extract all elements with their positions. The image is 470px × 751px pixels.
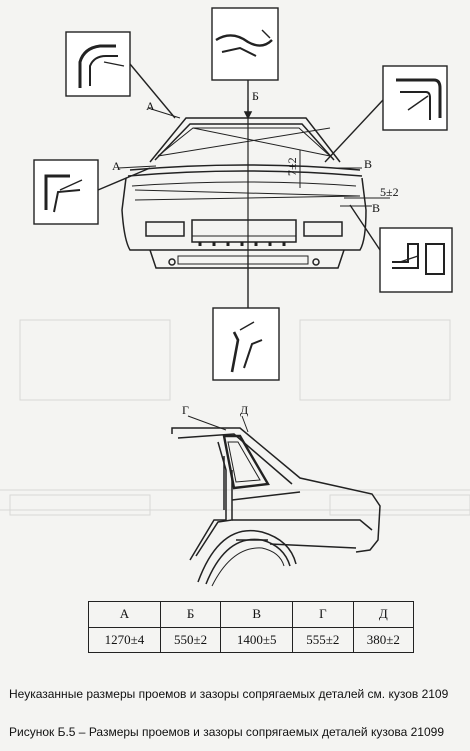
rear-quarter-panel: [171, 415, 381, 587]
table-header-cell: А: [88, 601, 161, 628]
callout-bottom: [212, 255, 280, 381]
table-header-cell: В: [220, 601, 294, 628]
table-header-cell: Б: [159, 601, 222, 628]
table-cell: 555±2: [292, 626, 354, 653]
label-g: Г: [182, 403, 189, 417]
label-v-right-upper: В: [364, 157, 372, 171]
table-cell: 380±2: [352, 626, 415, 653]
table-cell: 1270±4: [88, 626, 161, 653]
bleed-through-background: [0, 319, 470, 516]
label-d: Д: [240, 403, 248, 417]
label-b-top: Б: [252, 89, 259, 103]
callout-right-lower: [349, 204, 453, 293]
table-header-row: А Б В Г Д: [88, 601, 415, 628]
label-a-left: А: [112, 159, 121, 173]
callout-top: [211, 7, 279, 118]
callout-right-upper: [324, 65, 448, 163]
callout-left-middle: [33, 159, 151, 225]
car-front-view: [117, 100, 390, 269]
table-header-cell: Г: [292, 601, 354, 628]
table-header-cell: Д: [352, 601, 415, 628]
label-v-right-lower: В: [372, 201, 380, 215]
dimensions-table: А Б В Г Д 1270±4 550±2 1400±5 555±2 380±…: [88, 601, 415, 653]
table-cell: 550±2: [159, 626, 222, 653]
label-a-top: А: [146, 99, 155, 113]
note-text: Неуказанные размеры проемов и зазоры соп…: [9, 687, 449, 701]
table-cell: 1400±5: [220, 626, 294, 653]
label-dim-vertical: 7±2: [285, 157, 299, 176]
label-dim-horizontal: 5±2: [380, 185, 399, 199]
figure-caption: Рисунок Б.5 – Размеры проемов и зазоры с…: [9, 725, 445, 739]
callout-upper-left: [65, 31, 176, 119]
table-row: 1270±4 550±2 1400±5 555±2 380±2: [88, 626, 415, 653]
